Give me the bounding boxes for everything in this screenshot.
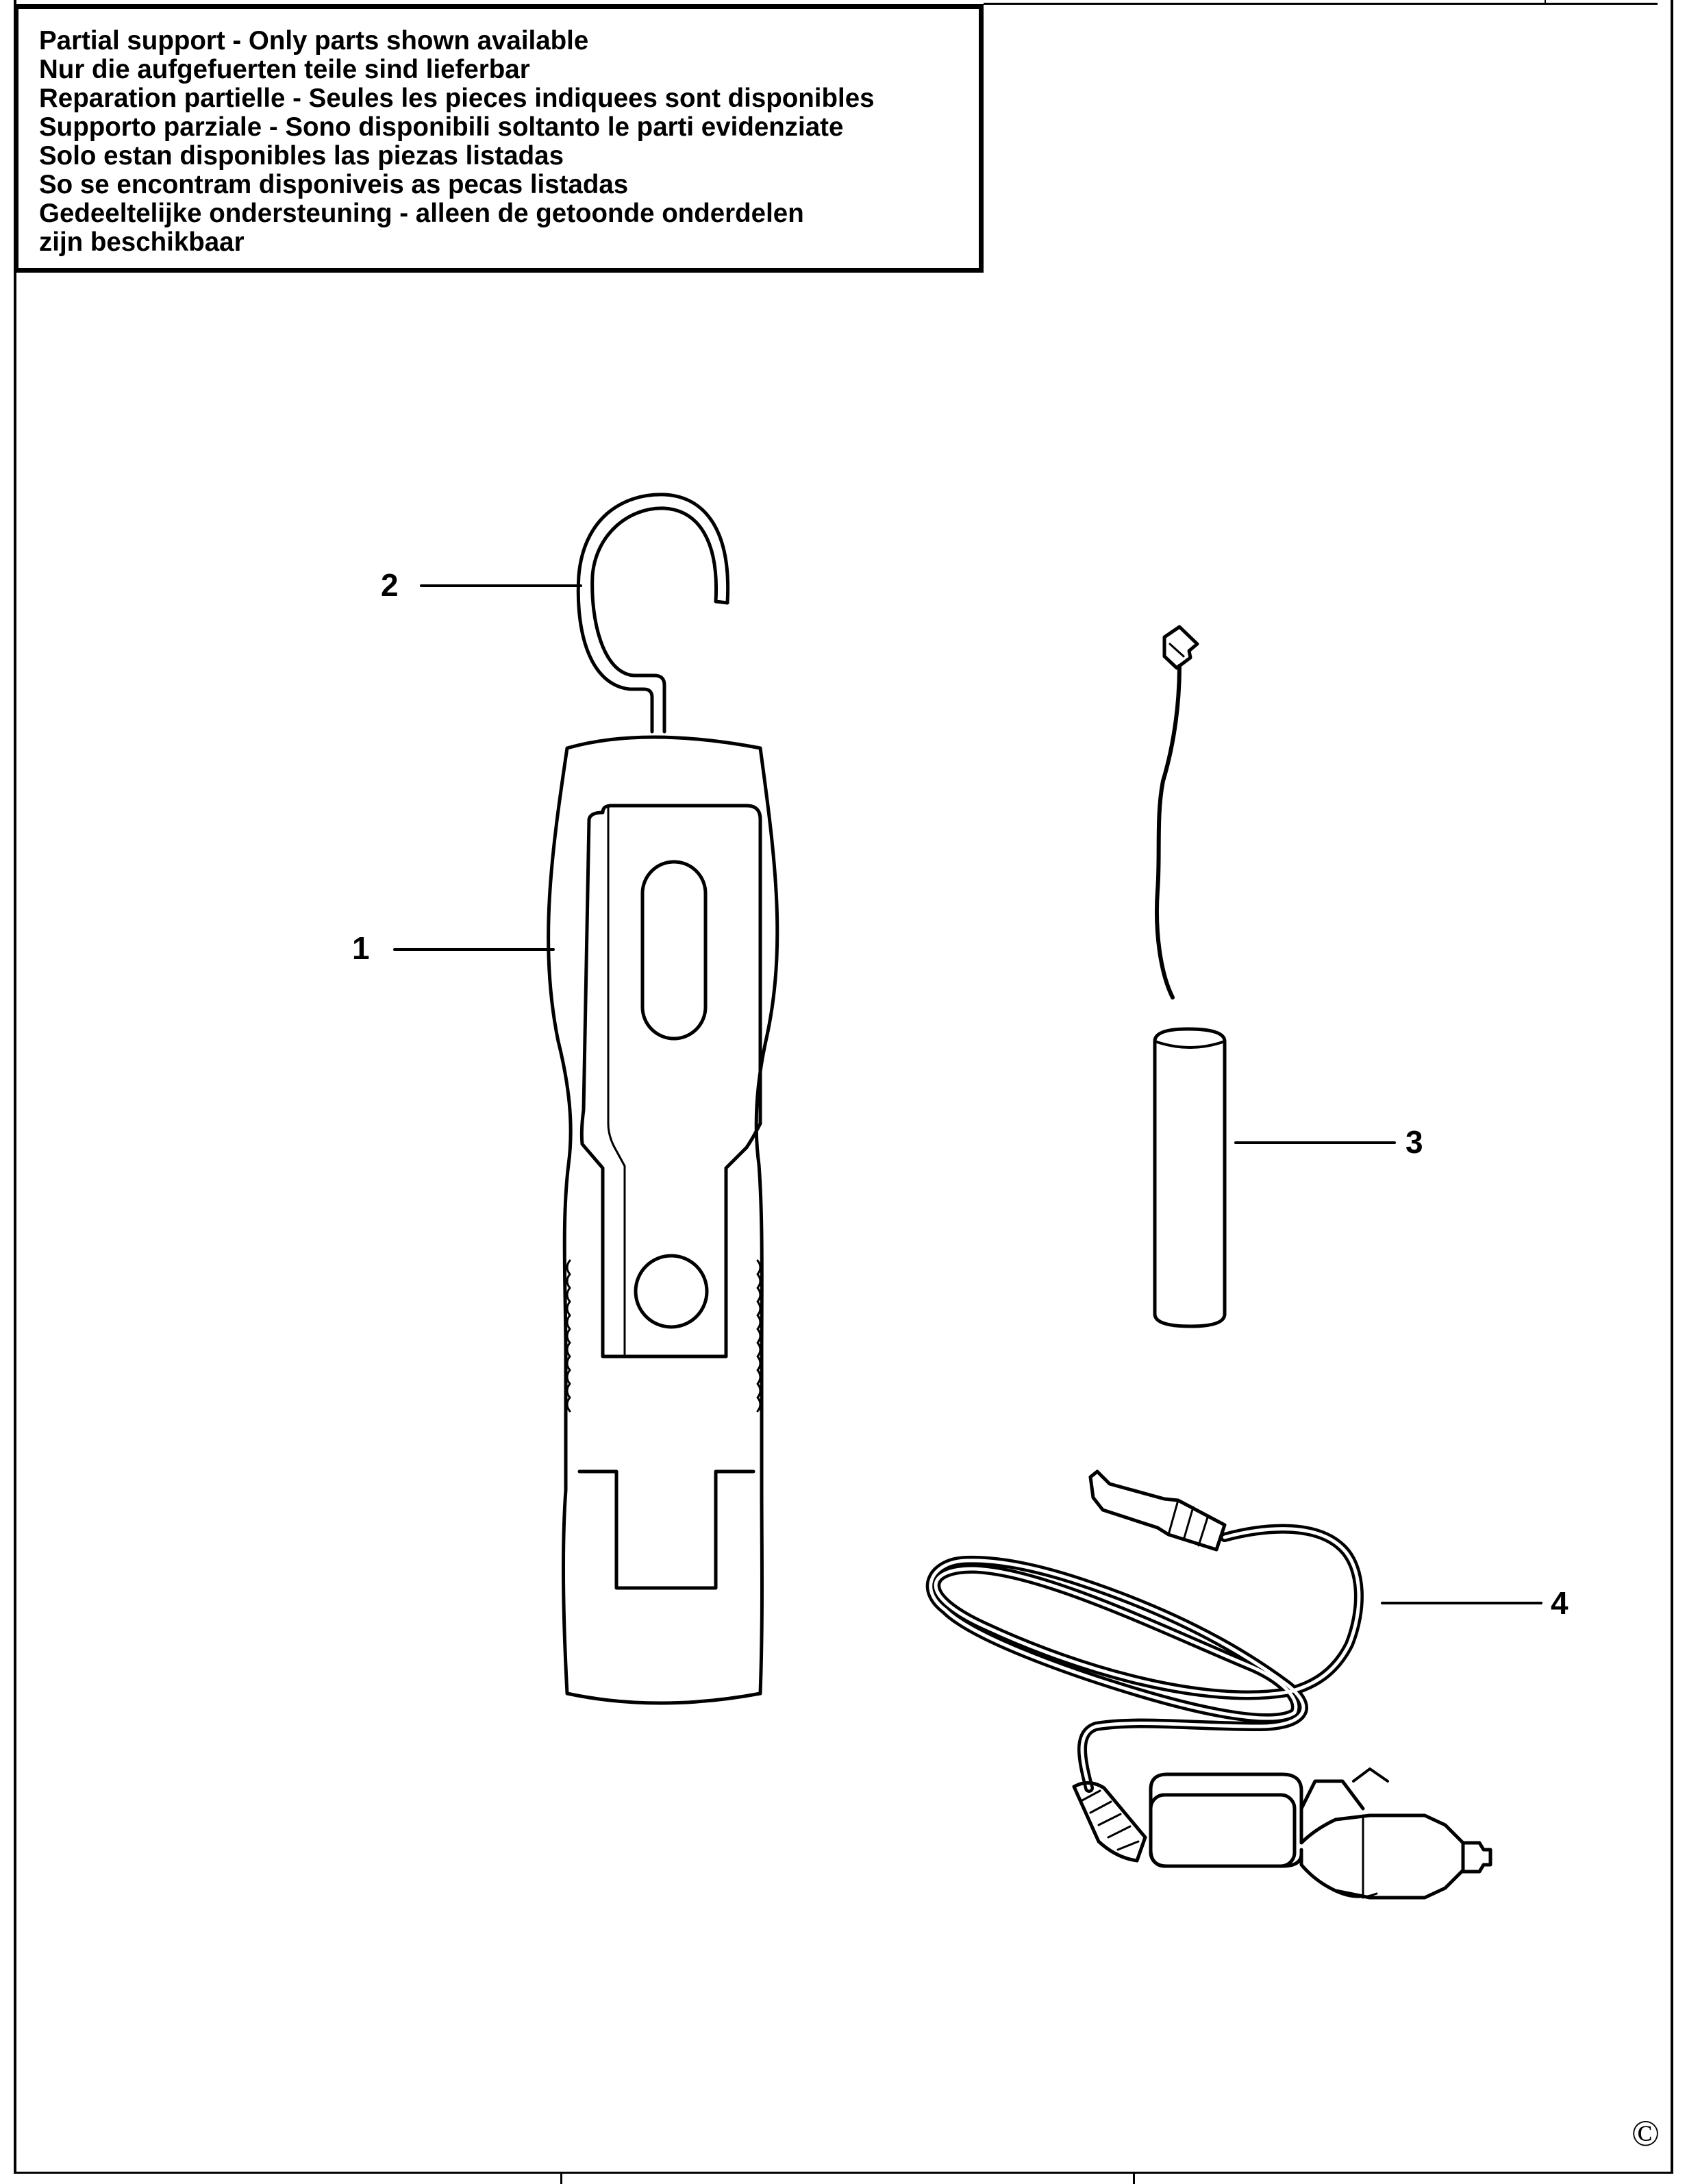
availability-notice: Partial support - Only parts shown avail… bbox=[14, 4, 984, 273]
notice-line: zijn beschikbaar bbox=[39, 227, 245, 257]
top-tick bbox=[1545, 0, 1546, 4]
top-border bbox=[984, 3, 1658, 5]
copyright-mark: © bbox=[1632, 2113, 1660, 2154]
bottom-divider bbox=[560, 2172, 562, 2184]
worklight-body-icon bbox=[547, 735, 779, 1705]
battery-pack-icon bbox=[1153, 625, 1227, 1328]
notice-line: So se encontram disponiveis as pecas lis… bbox=[39, 170, 629, 199]
notice-line: Partial support - Only parts shown avail… bbox=[39, 26, 589, 55]
bottom-divider bbox=[1133, 2172, 1135, 2184]
leader-lines bbox=[393, 584, 1542, 1604]
page-frame bbox=[14, 0, 1673, 2172]
notice-line: Nur die aufgefuerten teile sind lieferba… bbox=[39, 55, 530, 84]
callout-number-3: 3 bbox=[1405, 1124, 1423, 1160]
car-charger-cord-icon bbox=[925, 1469, 1492, 1900]
callout-number-1: 1 bbox=[352, 930, 370, 966]
callout-number-2: 2 bbox=[381, 567, 399, 603]
notice-line: Reparation partielle - Seules les pieces… bbox=[39, 84, 875, 113]
callout-number-4: 4 bbox=[1551, 1585, 1569, 1621]
hanging-hook-icon bbox=[576, 493, 730, 734]
bottom-border bbox=[14, 2172, 1673, 2184]
notice-line: Solo estan disponibles las piezas listad… bbox=[39, 141, 564, 171]
notice-line: Supporto parziale - Sono disponibili sol… bbox=[39, 112, 844, 142]
notice-line: Gedeeltelijke ondersteuning - alleen de … bbox=[39, 199, 804, 228]
